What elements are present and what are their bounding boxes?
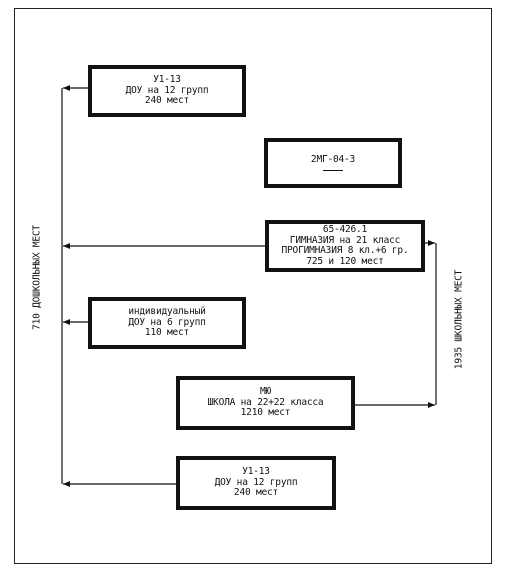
box-dou-240-bottom: У1-13 ДОУ на 12 групп 240 мест (176, 456, 336, 510)
box-line: ДОУ на 12 групп (125, 84, 209, 96)
box-line: ДОУ на 12 групп (214, 476, 298, 488)
box-line: ДОУ на 6 групп (128, 316, 206, 328)
dash-mark (323, 170, 343, 172)
box-line: индивидуальный (128, 306, 206, 318)
box-individual-dou: индивидуальный ДОУ на 6 групп 110 мест (88, 297, 246, 349)
box-line: 2МГ-04-3 (310, 153, 356, 165)
school-total-label: 1935 ШКОЛЬНЫХ МЕСТ (453, 269, 465, 370)
box-school-1210: МЮ ШКОЛА на 22+22 класса 1210 мест (176, 376, 355, 430)
box-line: 240 мест (144, 95, 190, 107)
box-line: МЮ (259, 386, 272, 398)
box-2mg-04-3: 2МГ-04-3 (264, 138, 402, 188)
box-dou-240-top: У1-13 ДОУ на 12 групп 240 мест (88, 65, 246, 117)
box-line: 110 мест (144, 327, 190, 339)
diagram-frame (14, 8, 492, 564)
box-line: У1-13 (153, 74, 181, 86)
box-line: У1-13 (242, 466, 270, 478)
box-line: ПРОГИМНАЗИЯ 8 кл.+6 гр. (281, 245, 409, 256)
box-line: 1210 мест (240, 407, 291, 419)
box-line: ШКОЛА на 22+22 класса (207, 396, 324, 408)
box-line: 65-426.1 (322, 224, 368, 235)
box-line: 725 и 120 мест (306, 255, 384, 267)
box-line: ГИМНАЗИЯ на 21 класс (289, 234, 401, 246)
box-line: 240 мест (233, 487, 279, 499)
box-gymnasium: 65-426.1 ГИМНАЗИЯ на 21 класс ПРОГИМНАЗИ… (265, 220, 425, 272)
preschool-total-label: 710 ДОШКОЛЬНЫХ МЕСТ (31, 225, 43, 330)
